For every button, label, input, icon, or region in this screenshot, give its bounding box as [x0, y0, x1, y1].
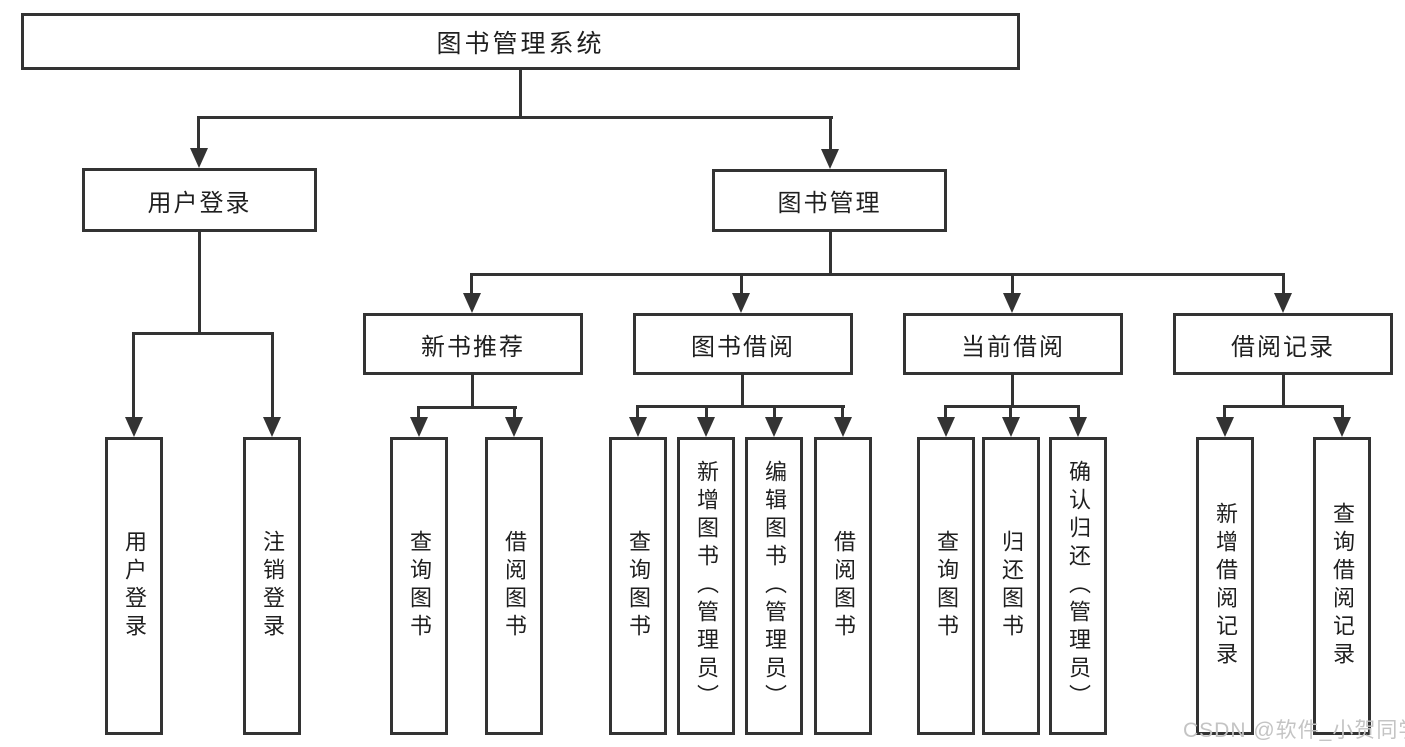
- node-library-management-system: 图书管理系统: [21, 13, 1020, 70]
- leaf-borrow-add-book-admin: 新增图书（管理员）: [677, 437, 735, 735]
- connector-currentborrow-drop-3: [1077, 405, 1080, 419]
- connector-userlogin-drop-2: [271, 332, 274, 418]
- node-label: 图书管理: [777, 190, 882, 217]
- leaf-current-return-book: 归还图书: [982, 437, 1040, 735]
- node-label: 用户登录: [147, 189, 252, 217]
- connector-newbook-crossbar: [417, 406, 517, 409]
- arrowhead-down-icon: [765, 417, 783, 437]
- connector-currentborrow-crossbar: [944, 405, 1080, 408]
- connector-bookmgmt-drop-4: [1282, 273, 1285, 295]
- connector-newbook-drop-2: [513, 406, 516, 419]
- leaf-newbook-query-book: 查询图书: [390, 437, 448, 735]
- arrowhead-down-icon: [629, 417, 647, 437]
- connector-borrowrecord-stem: [1282, 375, 1285, 408]
- leaf-label: 注销登录: [260, 530, 285, 642]
- leaf-record-add-borrow-record: 新增借阅记录: [1196, 437, 1254, 735]
- arrowhead-down-icon: [125, 417, 143, 437]
- arrowhead-down-icon: [697, 417, 715, 437]
- arrowhead-down-icon: [937, 417, 955, 437]
- leaf-label: 确认归还（管理员）: [1066, 460, 1091, 712]
- node-book-management: 图书管理: [712, 169, 947, 232]
- leaf-label: 查询图书: [626, 530, 651, 642]
- leaf-newbook-borrow-book: 借阅图书: [485, 437, 543, 735]
- node-current-borrow: 当前借阅: [903, 313, 1123, 375]
- arrowhead-down-icon: [1274, 293, 1292, 313]
- connector-currentborrow-stem: [1011, 375, 1014, 408]
- arrowhead-down-icon: [1333, 417, 1351, 437]
- connector-bookborrow-drop-1: [636, 405, 639, 419]
- node-user-login: 用户登录: [82, 168, 317, 232]
- connector-userlogin-crossbar: [132, 332, 274, 335]
- arrowhead-down-icon: [1216, 417, 1234, 437]
- node-label: 图书管理系统: [436, 29, 605, 58]
- arrowhead-down-icon: [821, 149, 839, 169]
- arrowhead-down-icon: [834, 417, 852, 437]
- node-label: 新书推荐: [421, 333, 525, 361]
- connector-borrowrecord-crossbar: [1223, 405, 1344, 408]
- connector-bookmgmt-stem: [829, 232, 832, 276]
- connector-userlogin-drop-1: [132, 332, 135, 418]
- connector-bookborrow-stem: [741, 375, 744, 408]
- connector-root-stem: [519, 70, 522, 118]
- connector-currentborrow-drop-1: [944, 405, 947, 419]
- connector-bookmgmt-drop-1: [470, 273, 473, 295]
- arrowhead-down-icon: [1003, 293, 1021, 313]
- connector-bookborrow-drop-3: [773, 405, 776, 419]
- leaf-record-query-borrow-record: 查询借阅记录: [1313, 437, 1371, 735]
- arrowhead-down-icon: [190, 148, 208, 168]
- connector-borrowrecord-drop-2: [1341, 405, 1344, 419]
- leaf-label: 查询借阅记录: [1330, 502, 1355, 670]
- leaf-label: 用户登录: [122, 530, 147, 642]
- leaf-label: 查询图书: [934, 530, 959, 642]
- leaf-label: 借阅图书: [831, 530, 856, 642]
- leaf-borrow-borrow-book: 借阅图书: [814, 437, 872, 735]
- node-borrow-record: 借阅记录: [1173, 313, 1393, 375]
- leaf-current-query-book: 查询图书: [917, 437, 975, 735]
- node-label: 借阅记录: [1231, 333, 1335, 361]
- connector-root-crossbar: [197, 116, 833, 119]
- node-label: 图书借阅: [691, 333, 795, 361]
- leaf-label: 新增借阅记录: [1213, 502, 1238, 670]
- arrowhead-down-icon: [505, 417, 523, 437]
- leaf-borrow-query-book: 查询图书: [609, 437, 667, 735]
- node-label: 当前借阅: [961, 333, 1065, 361]
- leaf-logout: 注销登录: [243, 437, 301, 735]
- connector-bookborrow-drop-2: [705, 405, 708, 419]
- connector-bookmgmt-crossbar: [470, 273, 1285, 276]
- arrowhead-down-icon: [1002, 417, 1020, 437]
- node-book-borrow: 图书借阅: [633, 313, 853, 375]
- connector-bookmgmt-drop-3: [1011, 273, 1014, 295]
- leaf-label: 编辑图书（管理员）: [762, 460, 787, 712]
- arrowhead-down-icon: [732, 293, 750, 313]
- connector-newbook-drop-1: [417, 406, 420, 419]
- leaf-label: 查询图书: [407, 530, 432, 642]
- leaf-label: 借阅图书: [502, 530, 527, 642]
- arrowhead-down-icon: [263, 417, 281, 437]
- leaf-borrow-edit-book-admin: 编辑图书（管理员）: [745, 437, 803, 735]
- connector-root-drop-right: [829, 116, 832, 151]
- leaf-label: 新增图书（管理员）: [694, 460, 719, 712]
- leaf-label: 归还图书: [999, 530, 1024, 642]
- csdn-watermark: CSDN @软件_小贺同学: [1183, 719, 1405, 742]
- connector-borrowrecord-drop-1: [1223, 405, 1226, 419]
- connector-userlogin-stem: [198, 232, 201, 335]
- node-new-book-recommend: 新书推荐: [363, 313, 583, 375]
- leaf-user-login: 用户登录: [105, 437, 163, 735]
- connector-bookmgmt-drop-2: [740, 273, 743, 295]
- connector-newbook-stem: [471, 375, 474, 409]
- arrowhead-down-icon: [463, 293, 481, 313]
- connector-bookborrow-drop-4: [841, 405, 844, 419]
- arrowhead-down-icon: [1069, 417, 1087, 437]
- connector-currentborrow-drop-2: [1009, 405, 1012, 419]
- connector-bookborrow-crossbar: [636, 405, 845, 408]
- arrowhead-down-icon: [410, 417, 428, 437]
- leaf-current-confirm-return-admin: 确认归还（管理员）: [1049, 437, 1107, 735]
- connector-root-drop-left: [197, 116, 200, 150]
